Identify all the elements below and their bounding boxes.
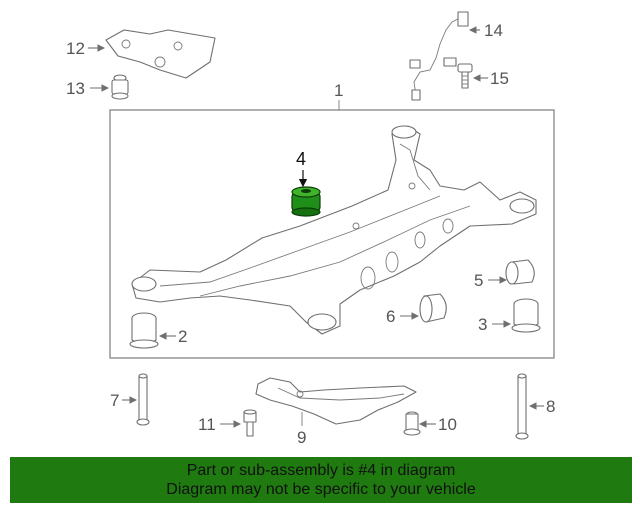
- part-7-bolt: [136, 373, 150, 426]
- part-10-bushing: [403, 411, 421, 436]
- part-13-bushing: [111, 74, 129, 100]
- part-12-bracket: [105, 29, 216, 79]
- svg-text:14: 14: [484, 21, 503, 40]
- banner-line-2: Diagram may not be specific to your vehi…: [166, 481, 476, 498]
- part-11-bolt: [243, 409, 257, 437]
- callout-9: 9: [297, 412, 306, 447]
- callout-3: 3: [478, 315, 512, 334]
- callout-10: 10: [418, 415, 457, 434]
- svg-text:11: 11: [198, 415, 216, 434]
- callout-14: 14: [468, 21, 503, 40]
- callout-11: 11: [198, 415, 242, 434]
- svg-text:10: 10: [438, 415, 457, 434]
- parts-diagram: 12 13 14 15 1: [66, 11, 555, 447]
- svg-text:1: 1: [334, 81, 343, 100]
- part-1-subframe: [131, 125, 537, 335]
- callout-6: 6: [386, 307, 420, 326]
- svg-text:6: 6: [386, 307, 395, 326]
- part-6-bushing: [419, 293, 447, 323]
- callout-13: 13: [66, 79, 110, 98]
- svg-text:3: 3: [478, 315, 487, 334]
- part-9-shield: [255, 377, 417, 425]
- callout-4: 4: [296, 149, 308, 188]
- callout-15: 15: [472, 69, 509, 88]
- svg-text:2: 2: [178, 327, 187, 346]
- part-5-bushing: [505, 259, 535, 285]
- svg-text:4: 4: [296, 149, 306, 169]
- part-14-sensor: [409, 11, 469, 101]
- svg-text:9: 9: [297, 428, 306, 447]
- svg-text:5: 5: [474, 271, 483, 290]
- svg-text:12: 12: [66, 39, 85, 58]
- callout-2: 2: [158, 327, 187, 346]
- part-8-bolt: [515, 373, 529, 440]
- part-3-bushing: [511, 298, 541, 333]
- assembly-frame-box: [109, 109, 555, 359]
- callout-1: 1: [334, 81, 343, 110]
- callout-12: 12: [66, 39, 106, 58]
- svg-text:8: 8: [546, 397, 555, 416]
- svg-text:7: 7: [110, 391, 119, 410]
- callout-7: 7: [110, 391, 138, 410]
- callout-8: 8: [528, 397, 555, 416]
- svg-text:15: 15: [490, 69, 509, 88]
- part-4-bushing-highlighted: [291, 186, 321, 217]
- part-15-bolt: [457, 63, 473, 89]
- banner-line-1: Part or sub-assembly is #4 in diagram: [186, 462, 456, 479]
- info-banner: Part or sub-assembly is #4 in diagram Di…: [10, 457, 632, 503]
- part-2-bushing: [129, 312, 159, 349]
- callout-5: 5: [474, 271, 508, 290]
- svg-text:13: 13: [66, 79, 85, 98]
